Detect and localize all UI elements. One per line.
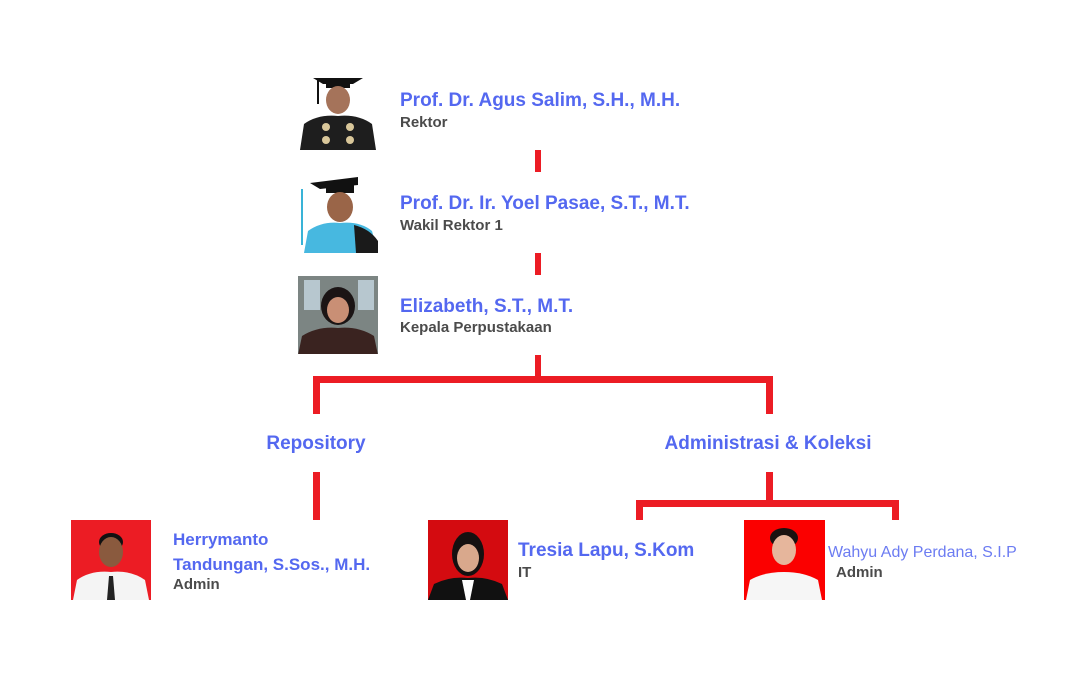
person-name-wakil-rektor: Prof. Dr. Ir. Yoel Pasae, S.T., M.T. <box>400 193 690 214</box>
connector-rektor-wr1 <box>535 150 541 172</box>
person-role-kepala: Kepala Perpustakaan <box>400 319 552 336</box>
photo-tresia <box>428 520 508 600</box>
connector-repository-down <box>313 472 320 520</box>
person-role-herrymanto: Admin <box>173 576 220 593</box>
unit-repository: Repository <box>266 433 366 454</box>
connector-admin-down <box>766 472 773 504</box>
photo-kepala-perpustakaan <box>298 276 378 354</box>
person-name-rektor: Prof. Dr. Agus Salim, S.H., M.H. <box>400 90 681 111</box>
connector-admin-up <box>766 376 773 414</box>
connector-tresia <box>636 500 643 520</box>
connector-wr1-kepala <box>535 253 541 275</box>
connector-units-horizontal <box>313 376 773 383</box>
person-name-tresia: Tresia Lapu, S.Kom <box>518 540 695 561</box>
person-role-tresia: IT <box>518 564 532 581</box>
person-role-wahyu: Admin <box>836 564 883 581</box>
unit-administrasi-koleksi: Administrasi & Koleksi <box>664 433 872 454</box>
photo-rektor <box>298 72 378 150</box>
connector-kepala-down <box>535 355 541 380</box>
connector-wahyu <box>892 500 899 520</box>
person-name-kepala: Elizabeth, S.T., M.T. <box>400 296 574 317</box>
connector-repository-up <box>313 376 320 414</box>
photo-wahyu <box>744 520 825 600</box>
connector-admin-horizontal <box>636 500 899 507</box>
person-name-wahyu: Wahyu Ady Perdana, S.I.P <box>828 544 1017 561</box>
photo-wakil-rektor <box>298 175 378 253</box>
person-role-rektor: Rektor <box>400 114 448 131</box>
person-name-herrymanto-line2: Tandungan, S.Sos., M.H. <box>173 555 371 574</box>
person-role-wakil-rektor: Wakil Rektor 1 <box>400 217 503 234</box>
photo-herrymanto <box>71 520 151 600</box>
person-name-herrymanto-line1: Herrymanto <box>173 530 269 549</box>
